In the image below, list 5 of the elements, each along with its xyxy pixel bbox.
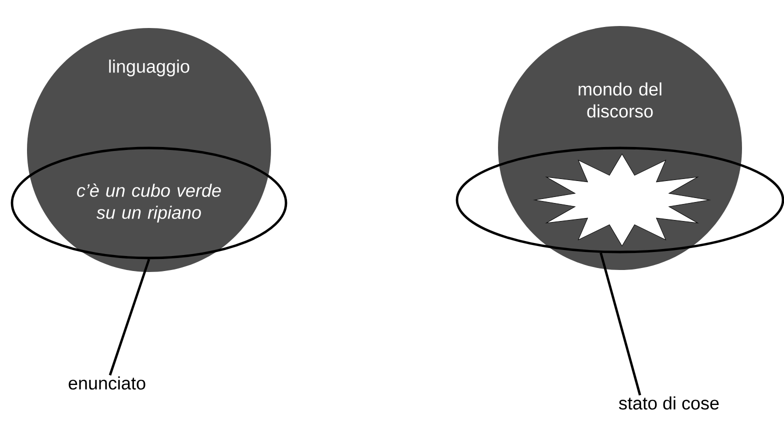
label: stato di cose (618, 396, 719, 410)
label: enunciato (68, 376, 146, 390)
ellipse (456, 146, 784, 254)
starburst (534, 154, 710, 246)
leader-line (108, 258, 150, 376)
